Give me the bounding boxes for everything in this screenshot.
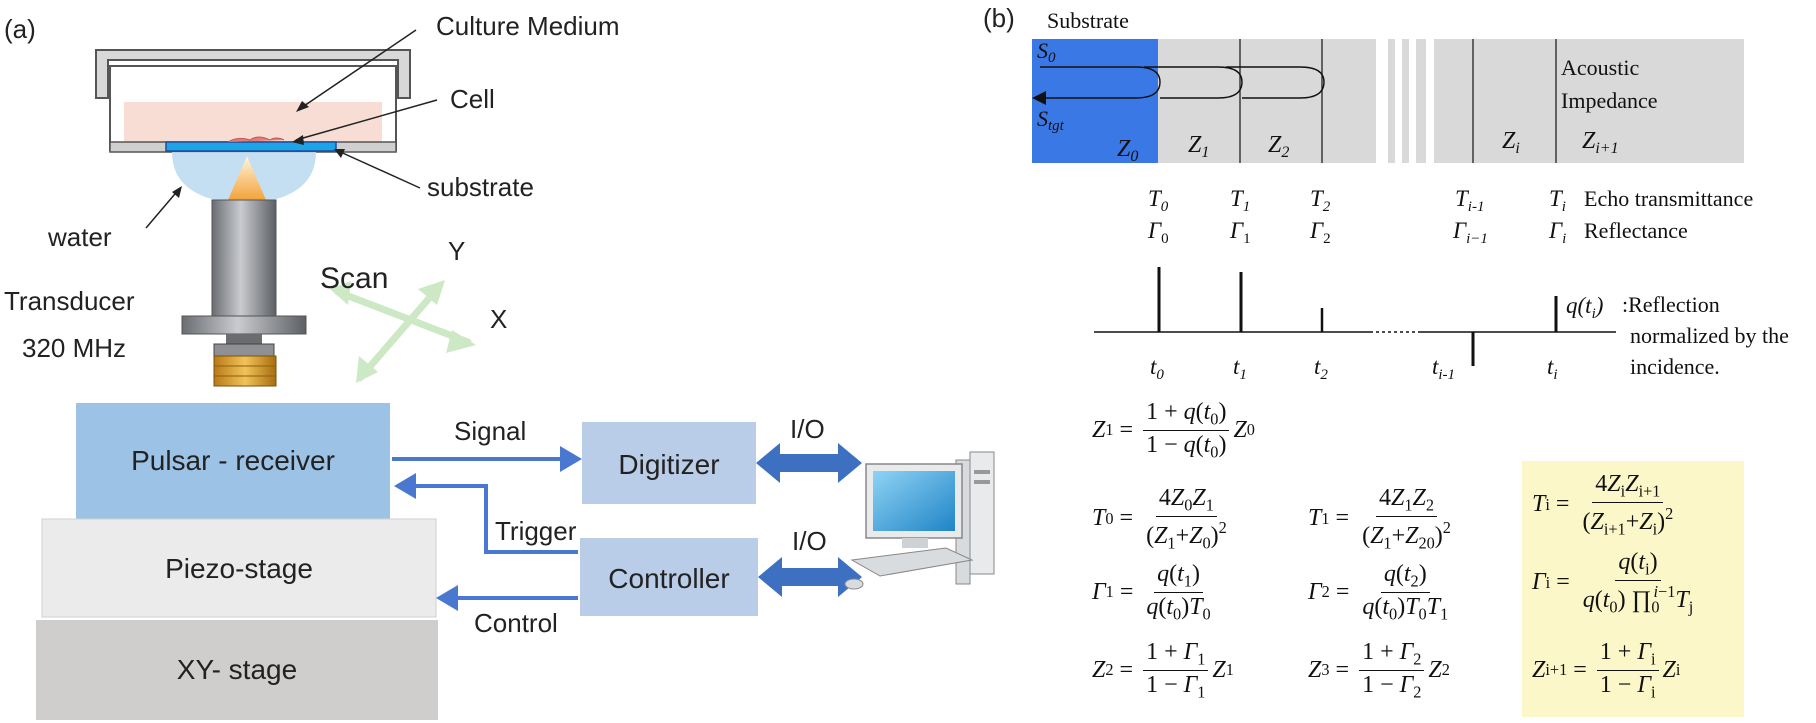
water-label: water [47,222,112,252]
gi-1-label: Γi−1 [1452,218,1488,247]
reflection-label-1: :Reflection [1622,292,1720,317]
zone-z2: Z2 [1268,132,1289,161]
trigger-label: Trigger [495,516,577,546]
digitizer-label: Digitizer [618,449,719,480]
pulsar-receiver-label: Pulsar - receiver [131,445,335,476]
substrate-b-label: Substrate [1047,8,1129,33]
t2-label: T2 [1310,186,1331,215]
digitizer-box [582,422,756,504]
time-ti: ti [1547,354,1558,383]
g0-label: Γ0 [1147,218,1169,247]
piezo-stage-label: Piezo-stage [165,553,313,584]
t1-label: T1 [1230,186,1250,215]
transducer-freq-label: 320 MHz [22,333,126,363]
piezo-stage-box [41,518,437,618]
wiring [392,457,578,600]
scan-arrows [334,284,472,382]
transmittance-row: T0 T1 T2 Ti-1 Ti [1148,186,1566,215]
culture-dish [95,49,411,153]
t0-label: T0 [1148,186,1169,215]
culture-medium [124,102,382,144]
culture-medium-label: Culture Medium [436,11,620,41]
control-label: Control [474,608,558,638]
impedance-label: Impedance [1561,88,1658,113]
time-t0: t0 [1150,354,1164,383]
s0-label: S0 [1037,38,1056,66]
focus-cone [228,156,266,200]
xy-stage-box [36,620,438,720]
axis-x-label: X [490,304,507,334]
pulsar-receiver-box [76,403,390,519]
reflectance-row: Γ0 Γ1 Γ2 Γi−1 Γi [1147,218,1566,247]
time-t2: t2 [1314,354,1328,383]
transducer [181,199,307,387]
transducer-label: Transducer [4,286,135,316]
g1-label: Γ1 [1229,218,1251,247]
computer-icon [844,451,995,590]
general-formula-highlight [1522,461,1744,717]
panel-b-label: (b) [983,3,1015,33]
scan-label: Scan [320,262,388,295]
reflection-label-3: incidence. [1630,354,1720,379]
stgt-label: Stgt [1037,106,1065,134]
acoustic-label: Acoustic [1561,55,1639,80]
g2-label: Γ2 [1309,218,1331,247]
substrate-label: substrate [427,172,534,202]
reflectance-label: Reflectance [1584,218,1688,243]
echo-trace [1094,267,1616,366]
time-t1: t1 [1233,354,1247,383]
signal-label: Signal [454,416,526,446]
reflection-label-2: normalized by the [1630,323,1789,348]
zone-zi1: Zi+1 [1582,128,1619,157]
wave-path [1034,66,1325,99]
zone-z1: Z1 [1188,132,1209,161]
axis-y-label: Y [448,236,465,266]
io-arrow-digitizer [756,443,862,483]
gi-label: Γi [1548,218,1566,247]
qti-label: q(ti) [1566,293,1603,322]
ti-1-label: Ti-1 [1455,186,1484,215]
io-label-1: I/O [790,414,825,444]
zone-z0: Z0 [1117,136,1138,165]
io-label-2: I/O [792,526,827,556]
controller-label: Controller [608,563,729,594]
ti-label: Ti [1549,186,1566,215]
layers-i [1434,39,1744,163]
xy-stage-label: XY- stage [177,654,297,685]
substrate [165,141,337,152]
controller-box [580,538,758,616]
cell-label: Cell [450,84,495,114]
panel-a-label: (a) [4,14,36,44]
zone-zi: Zi [1502,128,1520,157]
cell [227,136,285,143]
time-ti-1: ti-1 [1432,354,1455,383]
io-arrow-controller [758,557,862,597]
substrate-layer [1032,39,1158,163]
layers-1-2 [1158,39,1376,163]
echo-transmittance-label: Echo transmittance [1584,186,1753,211]
